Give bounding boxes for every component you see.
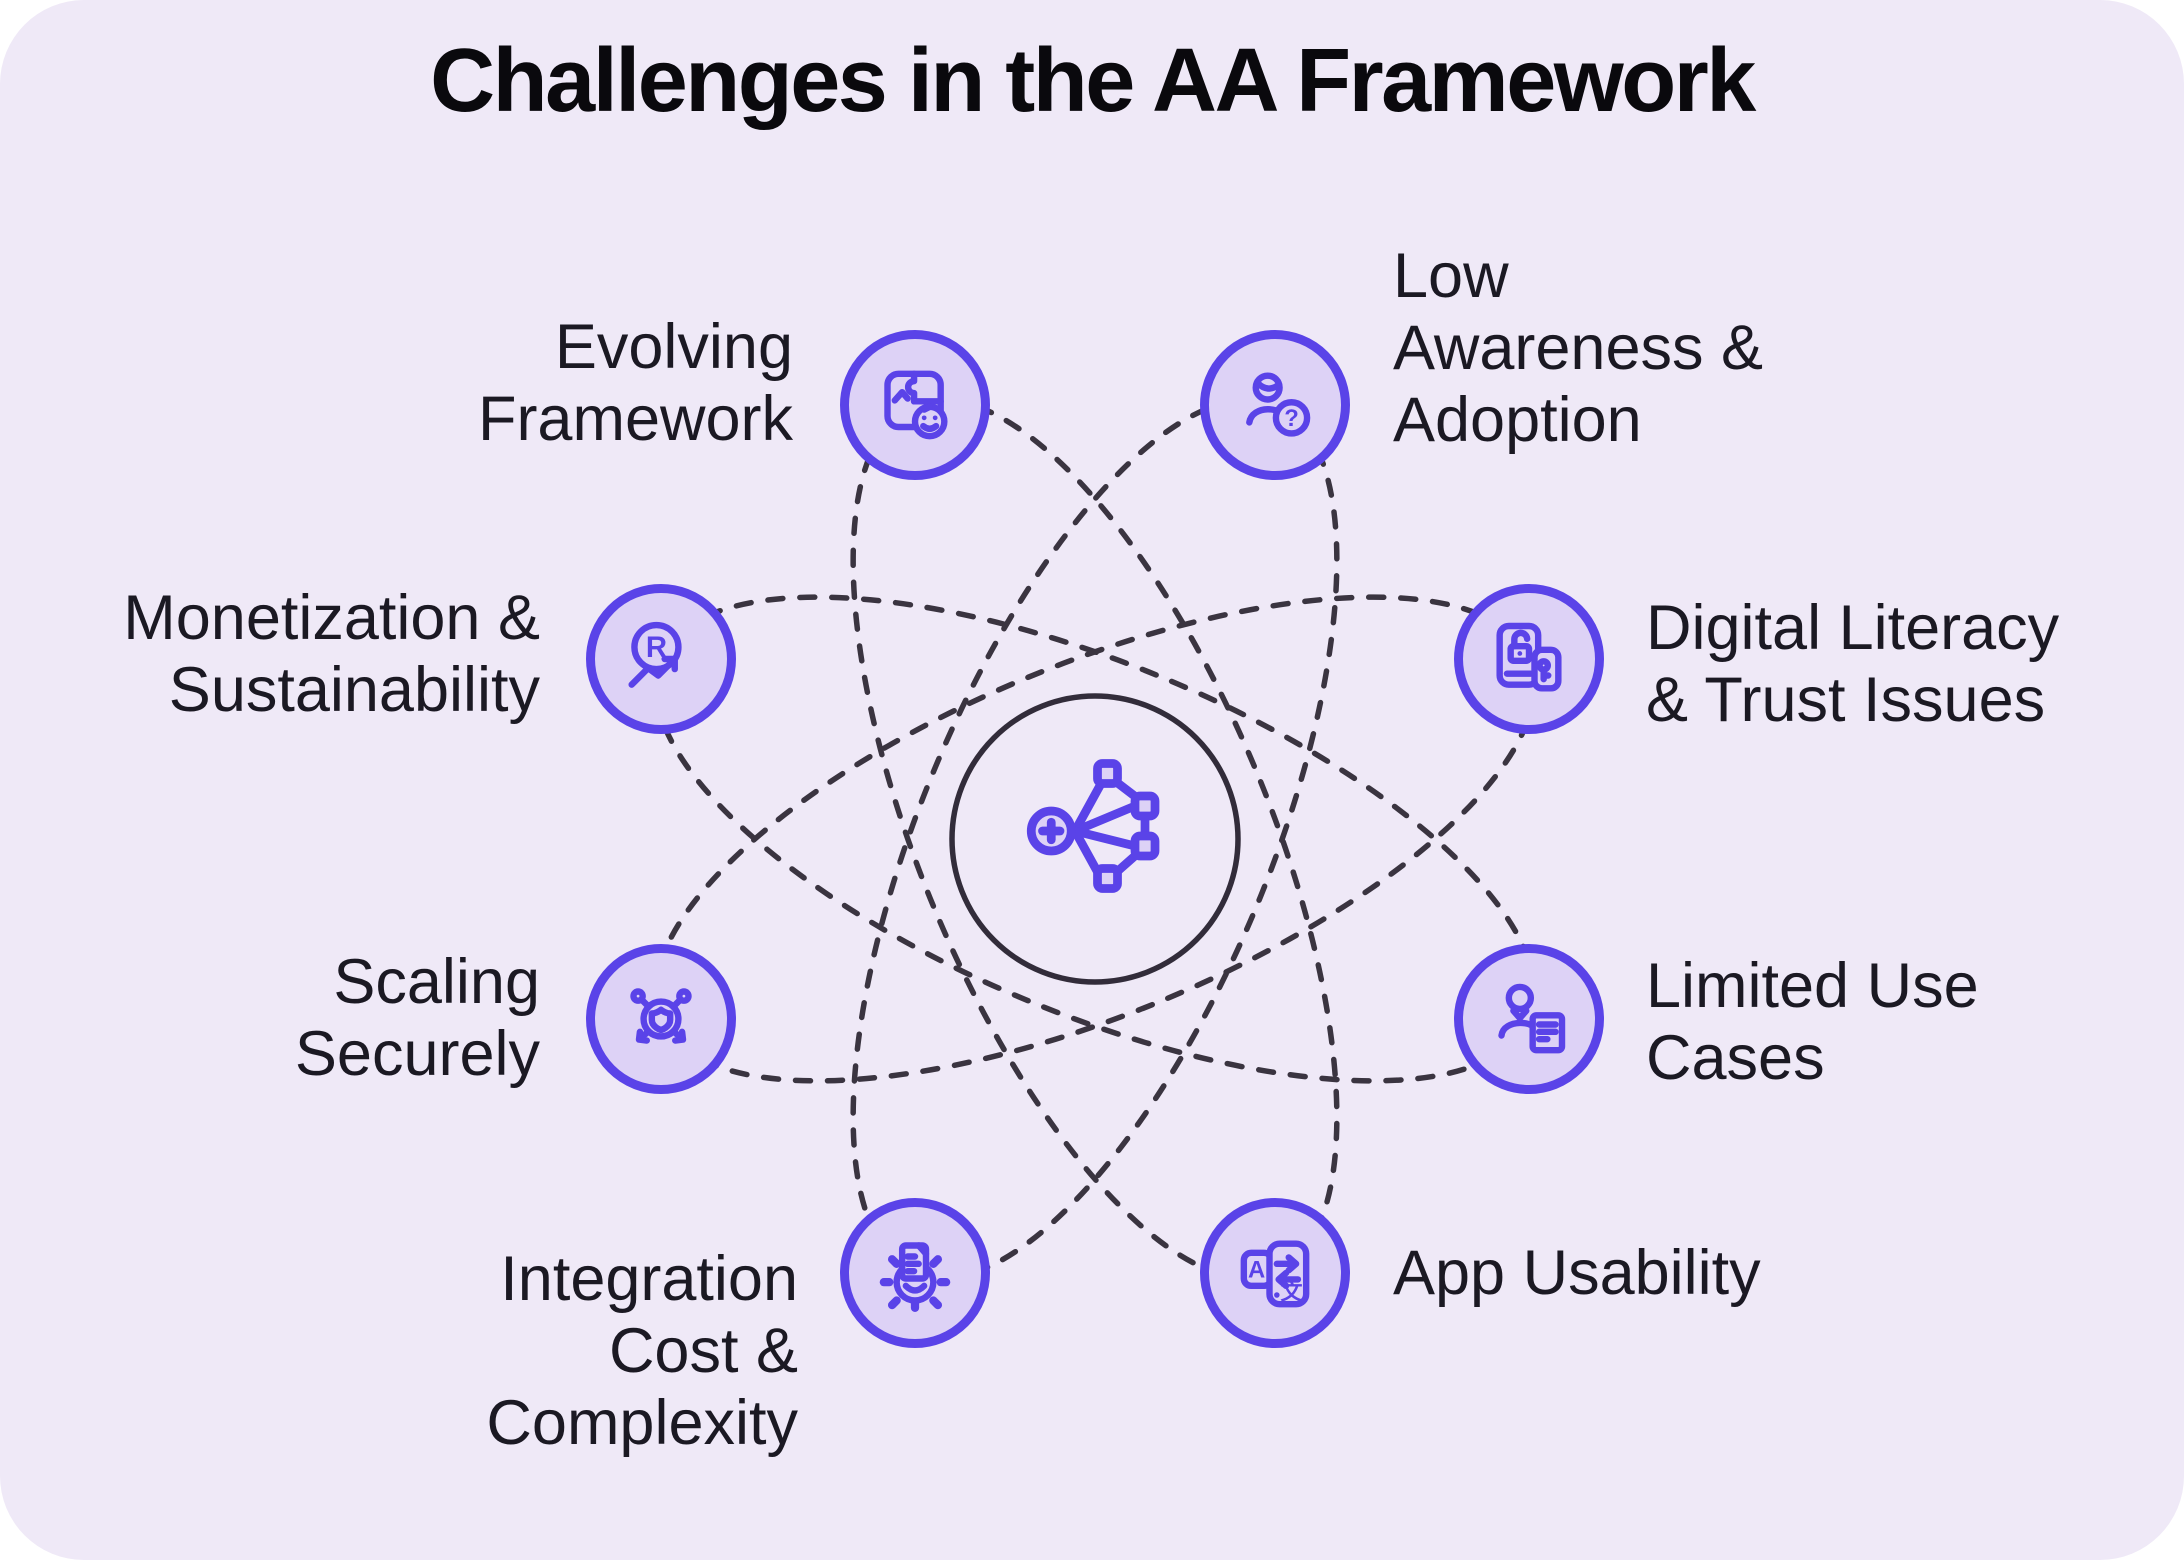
svg-text:A: A [1248,1257,1265,1284]
page-title: Challenges in the AA Framework [430,31,1756,131]
label-scaling-securely: Scaling Securely [294,947,540,1089]
node-scaling-securely [586,944,736,1094]
node-app-usability: A 文 [1200,1198,1350,1348]
node-digital-literacy [1454,584,1604,734]
node-low-awareness: ? [1200,330,1350,480]
label-integration-cost: Integration Cost & Complexity [486,1244,798,1458]
rupee-growth-icon: R [628,621,682,688]
network-hub-icon [1026,759,1160,893]
node-limited-use-cases [1454,944,1604,1094]
gear-document-icon [879,1242,951,1312]
label-limited-use-cases: Limited Use Cases [1646,951,1979,1093]
svg-text:R: R [646,631,667,664]
shield-expand-icon [630,988,692,1044]
svg-text:文: 文 [1280,1280,1303,1305]
node-monetization: R [586,584,736,734]
node-integration-cost [840,1198,990,1348]
person-question-icon: ? [1246,372,1311,437]
svg-text:?: ? [1284,405,1299,432]
label-low-awareness: Low Awareness & Adoption [1393,241,1764,455]
label-monetization: Monetization & Sustainability [123,583,540,725]
node-evolving-framework [840,330,990,480]
phone-translate-icon: A 文 [1240,1240,1310,1308]
label-evolving-framework: Evolving Framework [477,312,793,454]
devices-lock-key-icon [1496,622,1562,692]
label-digital-literacy: Digital Literacy & Trust Issues [1646,593,2060,735]
label-app-usability: App Usability [1393,1238,1761,1308]
puzzle-evolution-icon [884,370,948,440]
person-document-icon [1498,983,1566,1054]
center-ring [949,693,1241,985]
